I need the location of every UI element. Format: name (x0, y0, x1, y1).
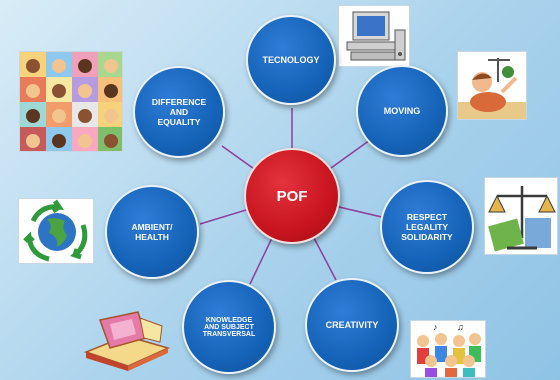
recycling-globe-icon (18, 198, 94, 264)
children-singing-icon: ♪♫ (410, 320, 486, 378)
node-creativity: CREATIVITY (305, 278, 399, 372)
scales-of-justice-icon (484, 177, 558, 255)
node-label: DIFFERENCE AND EQUALITY (151, 97, 207, 127)
node-moving: MOVING (356, 65, 448, 157)
node-label: KNOWLEDGE AND SUBJECT TRANSVERSAL (202, 316, 256, 338)
node-knowledge: KNOWLEDGE AND SUBJECT TRANSVERSAL (182, 280, 276, 374)
center-label: POF (276, 187, 308, 205)
node-label: AMBIENT/ HEALTH (131, 222, 173, 242)
node-label: TECNOLOGY (262, 55, 320, 65)
computer-icon (338, 5, 410, 67)
diverse-faces-icon (19, 51, 123, 152)
children-playing-icon (457, 51, 527, 120)
books-icon (80, 308, 173, 371)
node-label: RESPECT LEGALITY SOLIDARITY (401, 212, 453, 242)
svg-text:♪: ♪ (433, 322, 438, 332)
node-label: CREATIVITY (325, 320, 379, 330)
svg-text:♫: ♫ (457, 322, 464, 332)
node-tecnology: TECNOLOGY (246, 15, 336, 105)
node-respect: RESPECT LEGALITY SOLIDARITY (380, 180, 474, 274)
node-ambient: AMBIENT/ HEALTH (105, 185, 199, 279)
center-node: POF (244, 148, 340, 244)
node-difference: DIFFERENCE AND EQUALITY (133, 66, 225, 158)
node-label: MOVING (383, 106, 421, 116)
